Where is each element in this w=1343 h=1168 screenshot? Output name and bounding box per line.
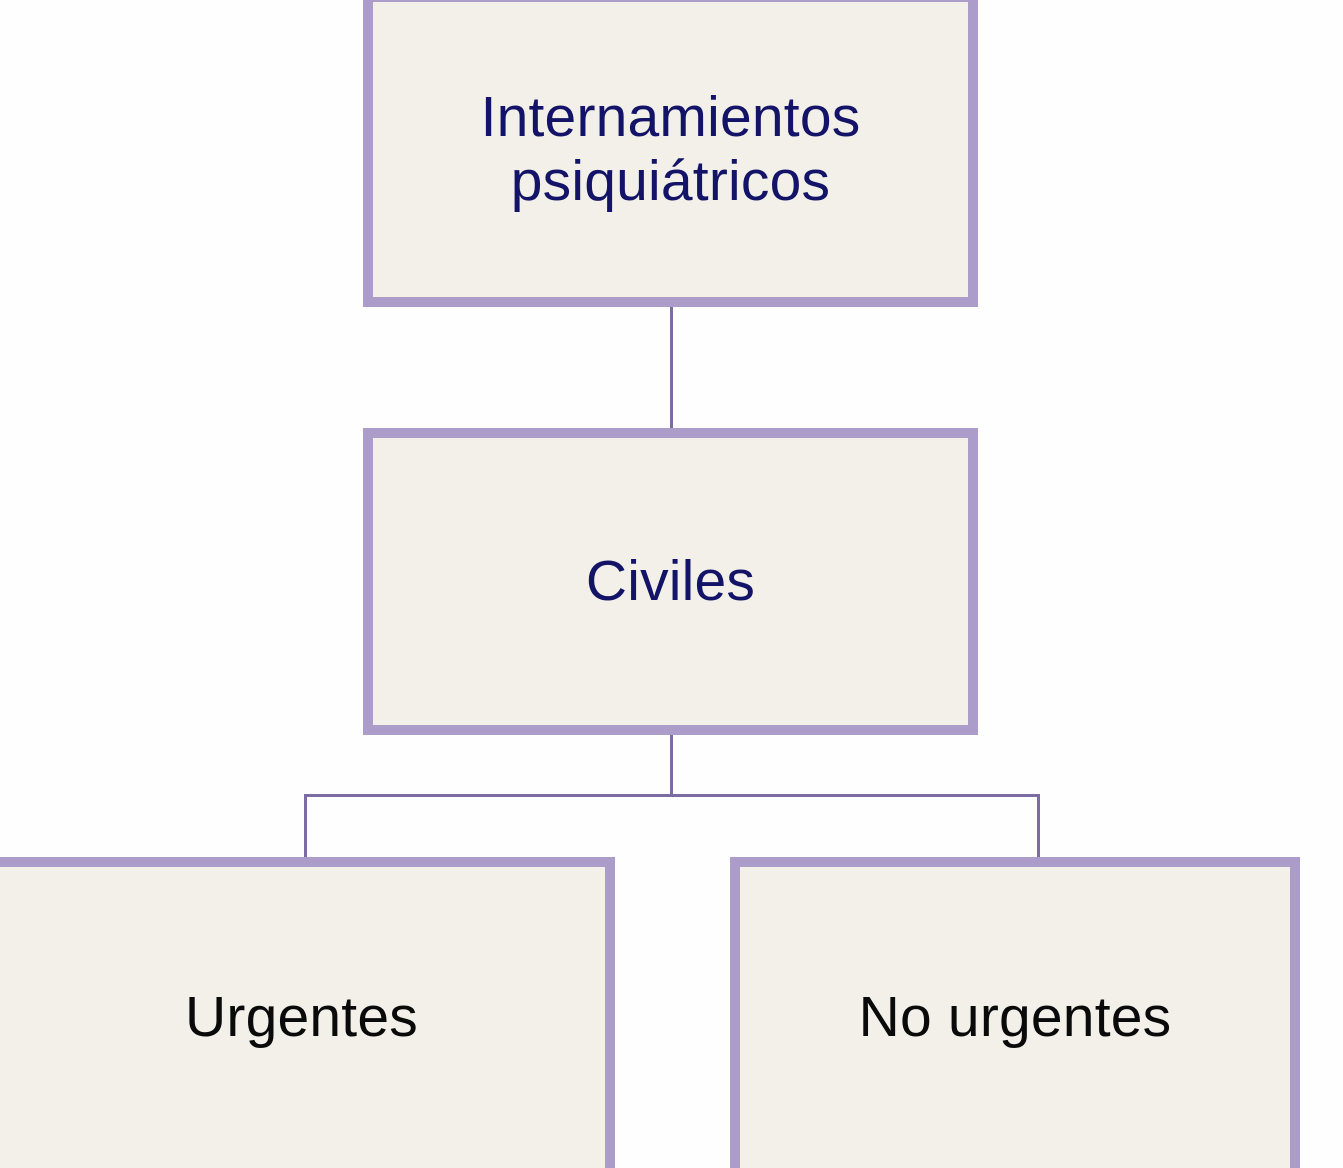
node-internamientos-psiquiatricos[interactable]: Internamientos psiquiátricos: [363, 0, 978, 307]
connector-bus-to-urgentes: [304, 794, 307, 860]
node-label-root: Internamientos psiquiátricos: [480, 84, 861, 213]
connector-horizontal-bus: [304, 794, 1040, 797]
node-urgentes[interactable]: Urgentes: [0, 857, 615, 1168]
node-civiles[interactable]: Civiles: [363, 428, 978, 735]
connector-civiles-stem: [670, 731, 673, 797]
connector-bus-to-no-urgentes: [1037, 794, 1040, 860]
node-label-no-urgentes: No urgentes: [858, 985, 1172, 1050]
node-no-urgentes[interactable]: No urgentes: [730, 857, 1300, 1168]
node-label-civiles: Civiles: [585, 548, 756, 613]
node-label-urgentes: Urgentes: [185, 985, 418, 1050]
connector-root-to-civiles: [670, 300, 673, 432]
